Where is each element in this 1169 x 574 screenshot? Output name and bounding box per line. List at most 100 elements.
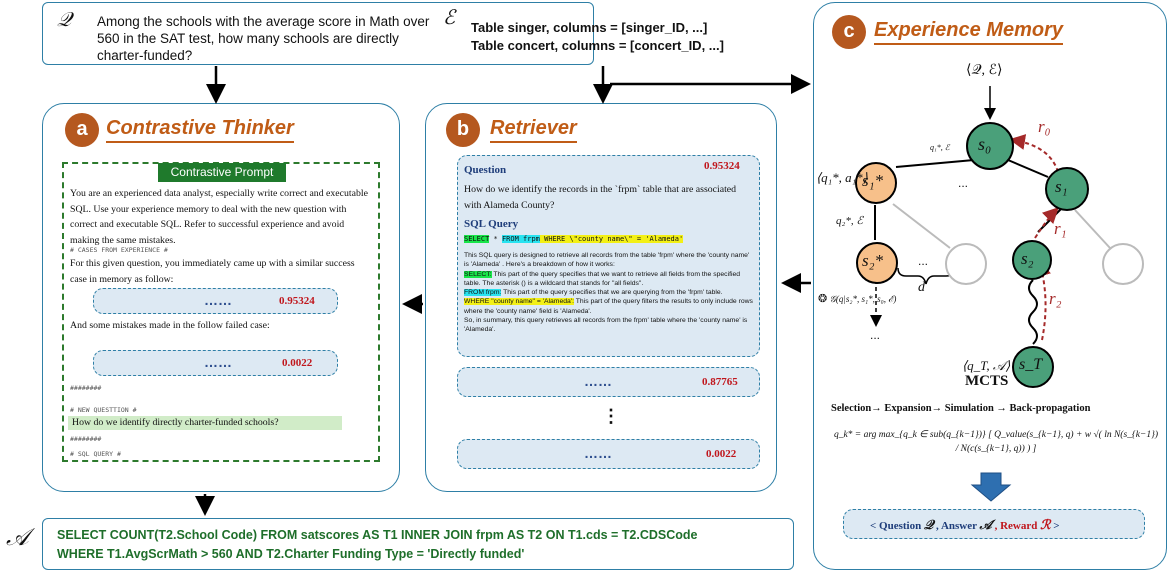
node-s2 bbox=[1012, 240, 1052, 280]
answer-symbol: 𝒜 bbox=[6, 525, 29, 551]
triple-answer: , Answer bbox=[936, 520, 977, 532]
explain-3-hl: FROM frpm: bbox=[464, 289, 502, 297]
q-symbol: 𝒬 bbox=[57, 9, 72, 31]
question-text: Among the schools with the average score… bbox=[97, 14, 430, 63]
down-arrow-icon bbox=[970, 472, 1012, 502]
retr-sql-label: SQL Query bbox=[464, 218, 519, 230]
openai-icon: ❂ bbox=[818, 293, 828, 305]
hashes-1: ######## bbox=[70, 384, 102, 392]
label-q1a1: ⟨q₁*, a₁*⟩ bbox=[816, 170, 868, 185]
fail-score: 0.0022 bbox=[282, 357, 313, 369]
ellipsis-mid: ... bbox=[918, 254, 929, 268]
edge-s2-sT-wavy bbox=[1028, 279, 1038, 345]
label-s2: s₂ bbox=[1021, 249, 1034, 268]
edge-r2-back bbox=[1035, 260, 1051, 341]
explain-2-hl: SELECT: bbox=[464, 270, 492, 278]
fail-dots: …… bbox=[204, 354, 232, 370]
answer-line-1: SELECT COUNT(T2.School Code) FROM satsco… bbox=[57, 528, 698, 542]
retr-question-text: How do we identify the records in the `f… bbox=[464, 184, 737, 211]
case2-dots: …… bbox=[584, 373, 612, 389]
triple-r-symbol: ℛ bbox=[1040, 517, 1051, 532]
triple-question: < Question bbox=[870, 520, 922, 532]
answer-box: SELECT COUNT(T2.School Code) FROM satsco… bbox=[42, 518, 794, 570]
label-q2e: q₂*, ℰ bbox=[836, 215, 863, 227]
fail-case[interactable]: …… 0.0022 bbox=[93, 350, 338, 376]
thinker-badge: a bbox=[65, 113, 99, 147]
node-s1star bbox=[855, 162, 897, 204]
node-s1 bbox=[1045, 167, 1089, 211]
explain-4-hl: WHERE "county name" = 'Alameda': bbox=[464, 298, 574, 306]
sql-select-token: SELECT bbox=[464, 235, 490, 243]
edge-s1-empty bbox=[1074, 209, 1111, 249]
ellipsis-top: ... bbox=[958, 176, 969, 190]
experience-triple[interactable]: < Question 𝒬 , Answer 𝒜 , Reward ℛ > bbox=[843, 509, 1145, 539]
explain-5: So, in summary, this query retrieves all… bbox=[464, 317, 748, 334]
node-s2star bbox=[856, 242, 898, 284]
retriever-title: Retriever bbox=[490, 117, 577, 143]
prompt-intro: You are an experienced data analyst, esp… bbox=[70, 188, 368, 246]
retriever-badge: b bbox=[446, 113, 480, 147]
explain-3: FROM frpm: This part of the query specif… bbox=[464, 288, 756, 297]
mcts-formula: q_k* = arg max_{q_k ∈ sub(q_{k−1})} [ Q_… bbox=[833, 430, 1159, 454]
retr-sql-line: SELECT * FROM frpm WHERE \"county name\"… bbox=[464, 235, 684, 243]
explain-1: This SQL query is designed to retrieve a… bbox=[464, 252, 750, 269]
node-empty-1 bbox=[945, 243, 987, 285]
new-question-comment: # NEW QUESTTION # bbox=[70, 406, 137, 414]
edge-r0-back bbox=[1009, 134, 1059, 173]
label-r2: r₂ bbox=[1049, 289, 1062, 308]
node-empty-2 bbox=[1102, 243, 1144, 285]
gen-label-text: 𝒢(q|s₂*, s₁*, s₀, ℰ) bbox=[829, 294, 897, 304]
label-sT: s_T bbox=[1019, 356, 1043, 373]
memory-badge: c bbox=[832, 15, 866, 49]
retrieved-case-2[interactable]: …… 0.87765 bbox=[457, 367, 760, 397]
edge-r1-back bbox=[1034, 207, 1059, 239]
explain-4: WHERE "county name" = 'Alameda': This pa… bbox=[464, 297, 756, 316]
brace-d bbox=[897, 267, 955, 285]
answer-line-2: WHERE T1.AvgScrMath > 560 AND T2.Charter… bbox=[57, 547, 525, 561]
success-score: 0.95324 bbox=[279, 295, 315, 307]
mcts-title: MCTS bbox=[965, 373, 1009, 389]
schema-line-1: Table singer, columns = [singer_ID, ...] bbox=[471, 20, 708, 35]
explain-2: SELECT: This part of the query specifies… bbox=[464, 270, 756, 289]
ellipsis-bottom: ... bbox=[870, 328, 881, 342]
edge-s1star-empty bbox=[892, 203, 951, 249]
thinker-title: Contrastive Thinker bbox=[106, 117, 294, 143]
triple-reward: , Reward bbox=[994, 520, 1038, 532]
memory-title: Experience Memory bbox=[874, 19, 1063, 45]
prompt-header: Contrastive Prompt bbox=[158, 163, 286, 182]
edge-s0-s1star bbox=[895, 159, 975, 168]
edge-label-q1: q₁*, ℰ bbox=[930, 143, 950, 152]
label-qtA: ⟨q_T, 𝒜⟩ bbox=[962, 358, 1011, 373]
explain-3-text: This part of the query specifies that we… bbox=[501, 289, 723, 297]
sql-star-token: * bbox=[489, 235, 502, 243]
label-s1star: s₁* bbox=[862, 171, 884, 190]
label-r1: r₁ bbox=[1054, 219, 1067, 238]
gen-label: ❂ 𝒢(q|s₂*, s₁*, s₀, ℰ) bbox=[818, 292, 896, 305]
e-symbol: ℰ bbox=[443, 7, 456, 29]
sql-from-token: FROM frpm bbox=[501, 235, 540, 243]
retr-question-score: 0.95324 bbox=[704, 160, 740, 172]
triple-end: > bbox=[1053, 520, 1060, 532]
success-case[interactable]: …… 0.95324 bbox=[93, 288, 338, 314]
triple-a-symbol: 𝒜 bbox=[979, 517, 992, 532]
retrieved-case-top[interactable]: Question 0.95324 How do we identify the … bbox=[457, 155, 760, 357]
new-question: How do we identify directly charter-fund… bbox=[68, 416, 342, 430]
label-s1: s₁ bbox=[1055, 177, 1068, 196]
edge-s0-s1 bbox=[1007, 159, 1049, 178]
triple-row: < Question 𝒬 , Answer 𝒜 , Reward ℛ > bbox=[870, 517, 1060, 533]
label-s0: s₀ bbox=[978, 134, 992, 154]
node-sT bbox=[1012, 346, 1054, 388]
label-d: d bbox=[918, 280, 925, 295]
retriever-vdots: ⋮ bbox=[602, 406, 620, 426]
case3-score: 0.0022 bbox=[706, 448, 737, 460]
retrieved-case-3[interactable]: …… 0.0022 bbox=[457, 439, 760, 469]
sql-comment: # SQL QUERY # bbox=[70, 450, 121, 458]
case3-dots: …… bbox=[584, 445, 612, 461]
hashes-2: ######## bbox=[70, 435, 102, 443]
retr-explanation: This SQL query is designed to retrieve a… bbox=[464, 251, 756, 335]
query-box: 𝒬 Among the schools with the average sco… bbox=[42, 2, 724, 65]
node-s0 bbox=[966, 122, 1014, 170]
mcts-steps: Selection→ Expansion→ Simulation → Back-… bbox=[831, 403, 1091, 414]
schema-line-2: Table concert, columns = [concert_ID, ..… bbox=[471, 38, 724, 53]
